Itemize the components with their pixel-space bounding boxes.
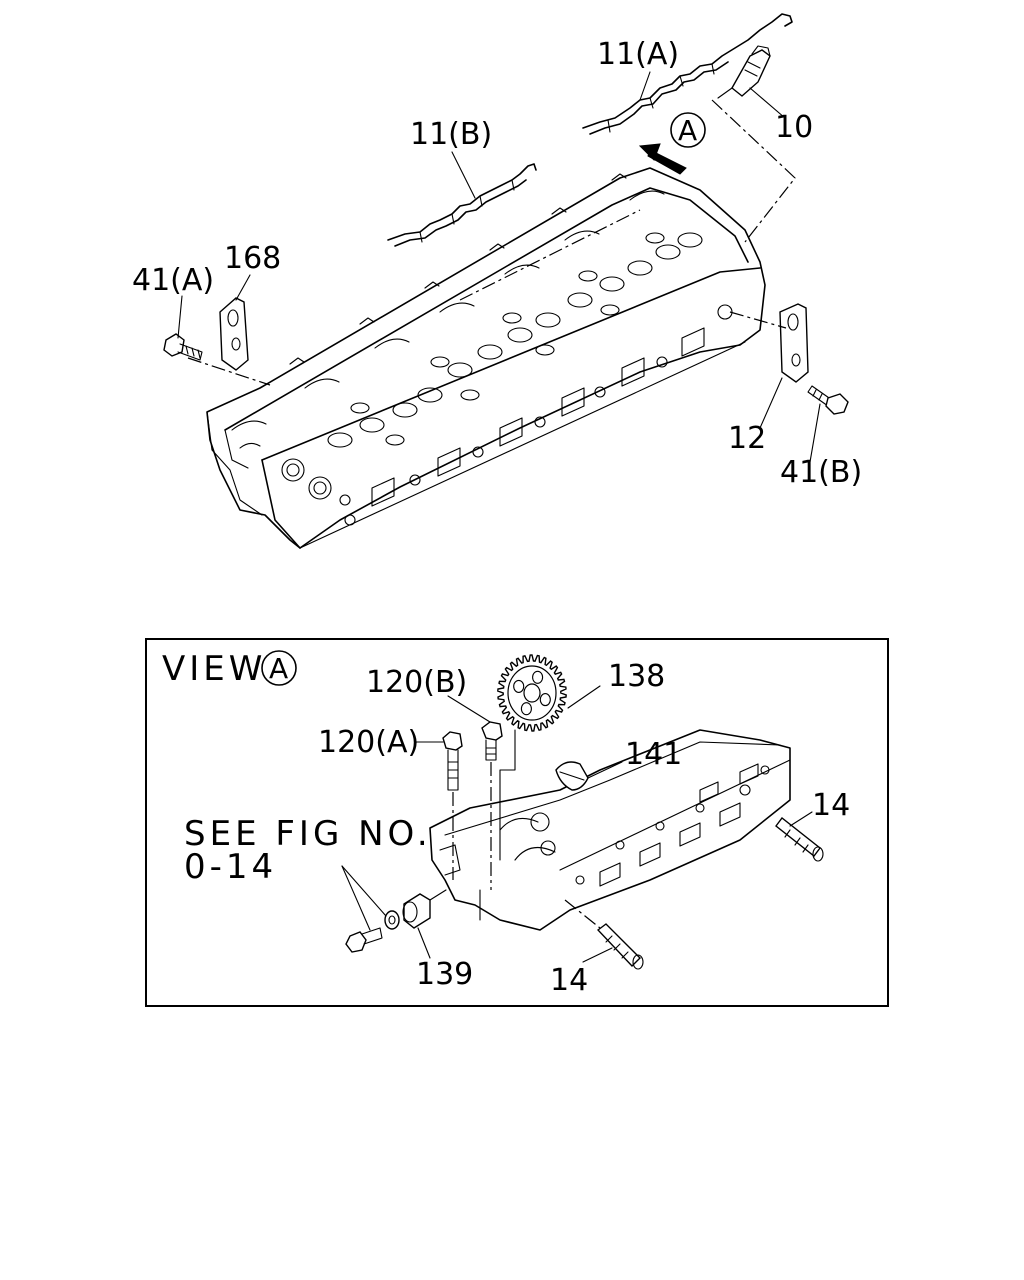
label-138: 138 — [608, 659, 665, 694]
bolt-41a-drawing — [163, 333, 203, 361]
label-120a: 120(A) — [318, 725, 419, 760]
stud-14-bottom-drawing — [564, 899, 644, 970]
label-41a: 41(A) — [132, 263, 214, 298]
label-14-right: 14 — [812, 788, 850, 823]
label-14-bottom: 14 — [550, 963, 588, 998]
head-rear-drawing — [429, 729, 791, 931]
gear-lightening-hole — [520, 702, 532, 716]
view-a-arrow — [638, 112, 706, 175]
harness-11a-drawing — [582, 13, 793, 135]
gear-lightening-hole — [532, 670, 544, 684]
bolt-120b-drawing — [481, 721, 503, 890]
see-fig-note-line1: SEE FIG NO. — [184, 814, 432, 854]
label-12: 12 — [728, 421, 766, 456]
view-marker-lower-letter: A — [269, 652, 288, 685]
gear-lightening-hole — [513, 679, 525, 693]
gear-lightening-hole — [539, 693, 551, 707]
label-11a: 11(A) — [597, 37, 679, 72]
view-a-title: VIEW — [162, 649, 266, 689]
see-fig-note-line2: 0-14 — [184, 847, 277, 887]
view-a-leader-lines — [341, 685, 813, 963]
plug-139-drawing — [402, 889, 447, 929]
stud-14-right-drawing — [775, 817, 824, 862]
label-120b: 120(B) — [366, 665, 467, 700]
gear-138-drawing — [497, 654, 567, 732]
upper-labels: 11(A) 10 11(B) 168 41(A) 12 41(B) A — [132, 37, 862, 490]
harness-11b-drawing — [387, 163, 537, 247]
bolt-120a-drawing — [442, 731, 463, 880]
bracket-12-drawing — [729, 303, 809, 383]
bracket-168-drawing — [187, 297, 271, 386]
view-marker-circle-upper — [670, 112, 706, 148]
label-141: 141 — [625, 737, 682, 772]
label-41b: 41(B) — [780, 455, 862, 490]
bolt-41b-drawing — [807, 385, 849, 415]
label-139: 139 — [416, 957, 473, 992]
view-marker-circle-lower — [261, 650, 297, 686]
label-168: 168 — [224, 241, 281, 276]
gear-hub — [523, 683, 541, 703]
bolt-washer-drawing — [345, 910, 400, 953]
view-a-box: VIEW A — [145, 638, 889, 1007]
upper-leader-lines — [177, 71, 821, 463]
cylinder-head-drawing — [206, 167, 766, 549]
gear-web-ring — [507, 665, 557, 721]
view-a-frame — [145, 638, 889, 1007]
injector-10-drawing — [711, 45, 796, 243]
key-141-drawing — [555, 761, 589, 791]
label-10: 10 — [775, 110, 813, 145]
label-11b: 11(B) — [410, 117, 492, 152]
view-marker-upper-letter: A — [678, 114, 697, 147]
